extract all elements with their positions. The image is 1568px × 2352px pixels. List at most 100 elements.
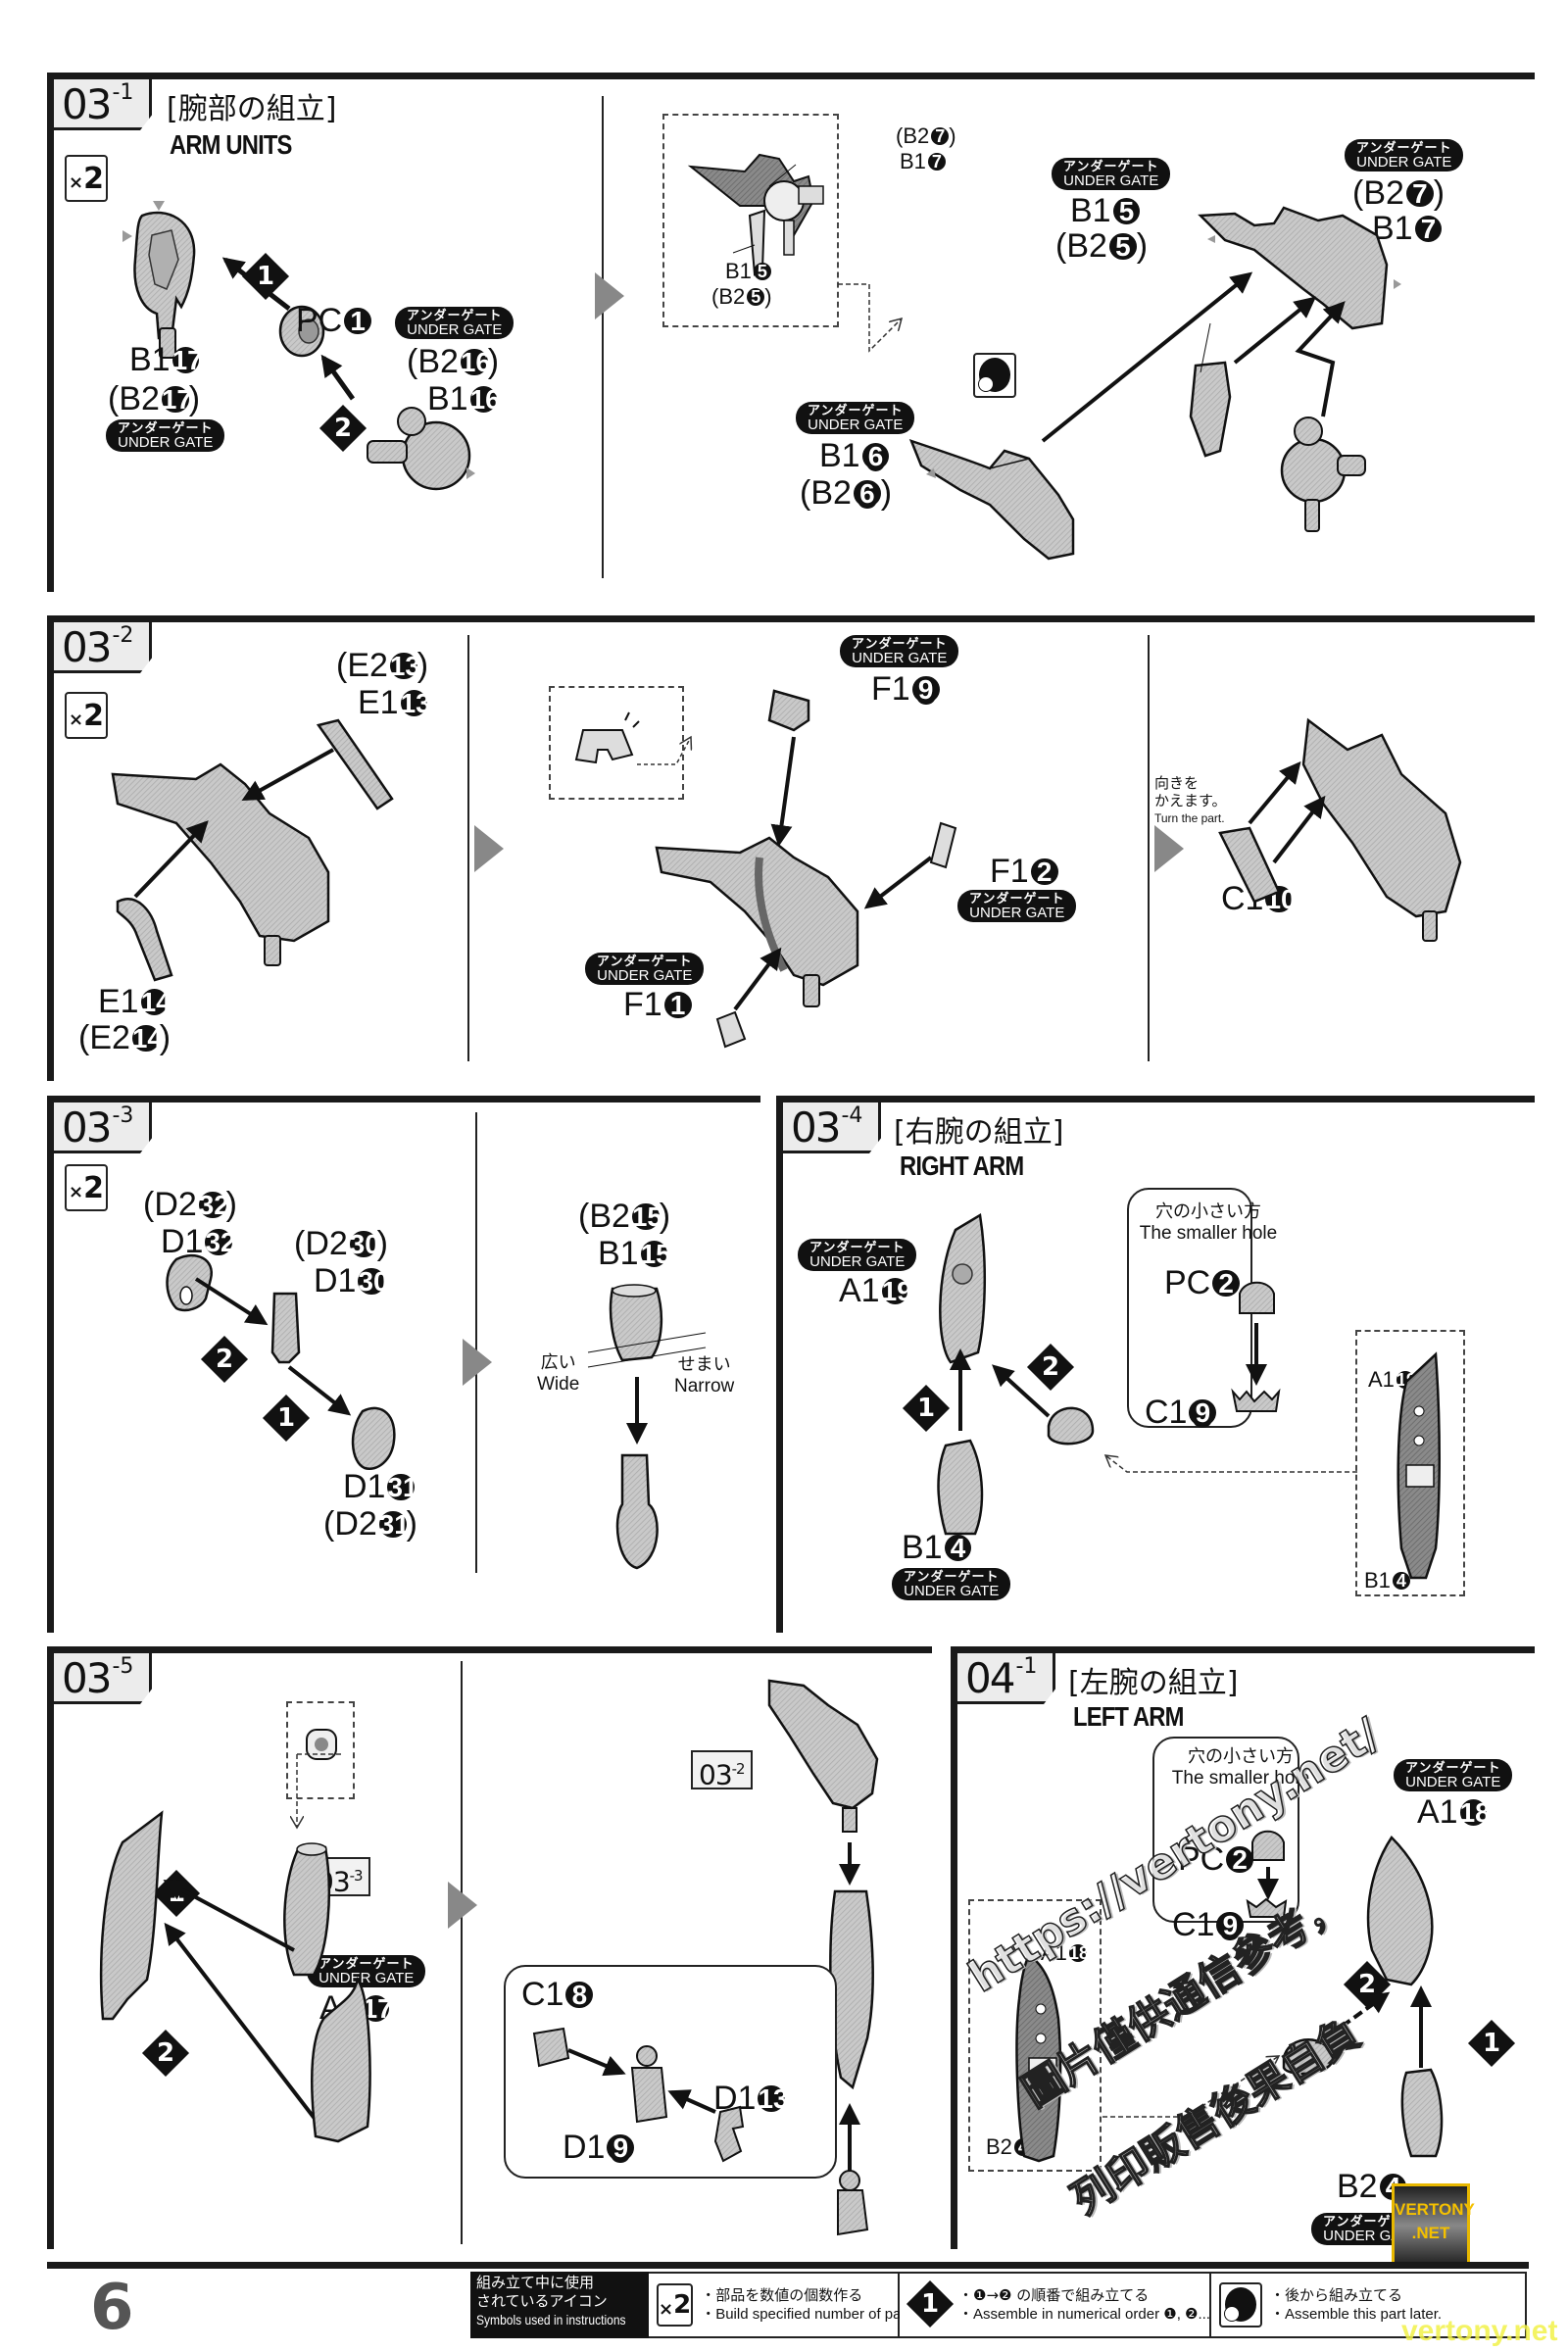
part-number-badge: 14: [131, 1022, 163, 1054]
part-b1-17-shoulder: [122, 201, 196, 359]
text-fragment: D1: [563, 2129, 606, 2166]
text-fragment: ): [880, 474, 893, 512]
text-fragment: ): [1433, 174, 1446, 212]
part-number-badge: 15: [631, 1200, 662, 1232]
text-fragment: アンダーゲート: [1063, 159, 1159, 173]
part-number-badge: 7: [1414, 215, 1443, 243]
text-fragment: アンダーゲート: [969, 891, 1065, 906]
text-fragment: D1: [161, 1223, 204, 1260]
text-fragment: E1: [358, 684, 399, 721]
text-fragment: -2: [731, 1760, 746, 1778]
part-arm-base-with-hose: [655, 689, 957, 1049]
part-number-badge: 9: [607, 2133, 635, 2162]
section-04-1: [951, 1646, 1535, 2249]
text-fragment: ): [406, 1505, 417, 1543]
part-number-badge: 16: [460, 346, 491, 377]
text-fragment: ): [225, 1186, 237, 1223]
part-number-badge: 1: [344, 307, 372, 335]
text-fragment: B1: [598, 1235, 639, 1272]
detail-inset-box: [968, 1899, 1102, 2172]
part-number-badge: 8: [565, 1981, 594, 2009]
section-03-1: [47, 73, 1535, 592]
text-fragment: UNDER GATE: [1356, 154, 1452, 171]
reference-tag-03-2: 03-2: [691, 1750, 753, 1790]
panel-divider: [1148, 635, 1150, 1061]
text-fragment: ): [188, 380, 201, 417]
section-title-en: RIGHT ARM: [900, 1151, 1024, 1181]
detail-inset-box: [662, 114, 839, 327]
section-03-2: [47, 615, 1535, 1081]
text-fragment: A1: [1417, 1793, 1458, 1831]
text-fragment: せまい: [677, 1354, 731, 1375]
text-fragment: 03: [62, 1654, 112, 1702]
part-number-badge: 5: [753, 263, 771, 280]
part-number-badge: 2: [1226, 1845, 1254, 1874]
text-fragment: (D2: [143, 1186, 197, 1223]
legend-title: 組み立て中に使用されているアイコン Symbols used in instru…: [470, 2272, 649, 2338]
part-b1-16-ball: [367, 407, 475, 491]
legend-item-step-order: 1 ・❶→❷ の順番で組み立てる・Assemble in numerical o…: [900, 2272, 1211, 2338]
part-label-d1-30: D130: [314, 1262, 388, 1299]
part-label-a1-19: A119: [839, 1272, 912, 1309]
text-fragment: -1: [112, 80, 134, 105]
part-label-b1-15: B115: [598, 1235, 671, 1272]
text-fragment: アンダーゲート: [904, 1569, 1000, 1584]
step-1-icon: 1: [241, 252, 290, 301]
part-b1-15-sleeve: [587, 1284, 707, 1570]
part-number-badge: 6: [861, 442, 890, 470]
text-fragment: The smaller hole: [1139, 1223, 1278, 1244]
text-fragment: UNDER GATE: [852, 650, 948, 666]
vertony-badge-logo: VERTONY.NET: [1392, 2183, 1475, 2268]
text-fragment: B1: [900, 149, 926, 173]
text-fragment: -2: [112, 623, 134, 648]
legend-item-multiplier: ×2 ・部品を数値の個数作る・Build specified number of…: [649, 2272, 921, 2338]
text-fragment: (B2: [407, 343, 459, 380]
text-fragment: アンダーゲート: [407, 308, 503, 322]
next-step-arrow-icon: [448, 1882, 477, 1929]
section-title-en: ARM UNITS: [170, 129, 292, 160]
part-number-badge: 9: [911, 675, 940, 704]
text-fragment: B1: [819, 437, 860, 474]
text-fragment: F1: [990, 853, 1029, 890]
part-label-e2-13: (E213): [336, 647, 428, 684]
text-fragment: ): [487, 343, 500, 380]
text-fragment: ・Build specified number of parts.: [701, 2306, 922, 2323]
part-label-d1-31: D131: [343, 1468, 417, 1505]
part-label-d1-32: D132: [161, 1223, 235, 1260]
part-number-badge: 7: [927, 153, 946, 171]
text-fragment: UNDER GATE: [1063, 172, 1159, 189]
next-step-arrow-icon: [595, 272, 624, 319]
text-fragment: A1: [1368, 1367, 1395, 1392]
text-fragment: アンダーゲート: [318, 1956, 415, 1971]
section-03-5: [47, 1646, 932, 2249]
text-fragment: UNDER GATE: [318, 1970, 415, 1986]
symbol-legend: 組み立て中に使用されているアイコン Symbols used in instru…: [470, 2272, 1527, 2338]
section-title-en: LEFT ARM: [1073, 1701, 1184, 1732]
part-number-badge: 5: [1108, 232, 1137, 261]
text-fragment: ・Assemble in numerical order ❶, ❷...: [958, 2306, 1210, 2323]
text-fragment: ): [764, 284, 772, 309]
part-number-badge: 14: [140, 986, 172, 1017]
text-fragment: 03: [62, 623, 112, 671]
text-fragment: 広い: [540, 1352, 576, 1373]
assemble-later-icon: [1219, 2282, 1262, 2328]
text-fragment: B1: [129, 341, 171, 378]
text-fragment: B2: [1337, 2168, 1378, 2205]
part-hand-assembly: [532, 2027, 745, 2163]
part-number-badge: 16: [469, 383, 501, 415]
